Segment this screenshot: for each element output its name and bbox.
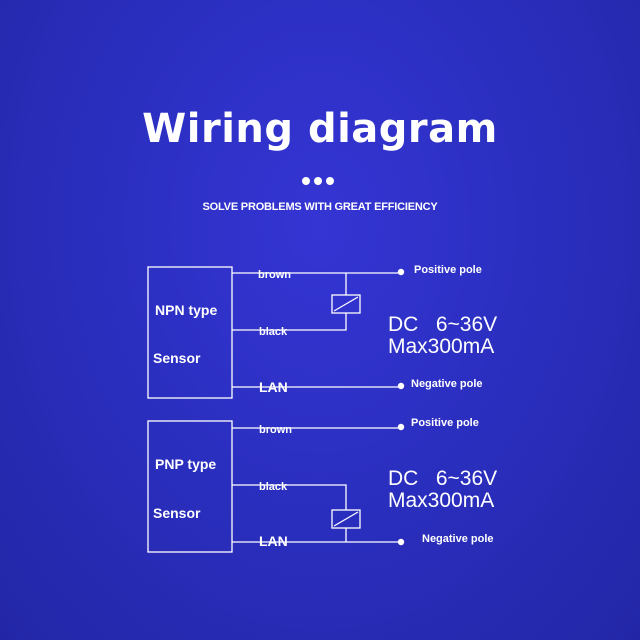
npn-brown-label: brown — [258, 269, 291, 281]
pnp-current-spec: Max300mA — [388, 489, 494, 512]
npn-voltage-spec: DC 6~36V — [388, 313, 497, 336]
dot-icon — [314, 177, 322, 185]
pnp-black-label: black — [259, 481, 288, 493]
pnp-type-label: PNP type — [155, 456, 216, 472]
npn-relay-coil — [331, 294, 361, 314]
pnp-negative-terminal-icon — [397, 538, 405, 546]
npn-sensor-box — [147, 266, 233, 399]
pnp-negative-pole-label: Negative pole — [422, 533, 494, 545]
npn-current-spec: Max300mA — [388, 335, 494, 358]
npn-type-label: NPN type — [155, 302, 217, 318]
pnp-sensor-label: Sensor — [153, 505, 201, 521]
pnp-brown-label: brown — [259, 424, 292, 436]
npn-negative-terminal-icon — [397, 382, 405, 390]
pnp-relay-diagonal — [333, 511, 359, 527]
npn-negative-pole-label: Negative pole — [411, 378, 483, 390]
decorative-dots — [302, 177, 342, 187]
npn-black-label: black — [259, 326, 288, 338]
dot-icon — [302, 177, 310, 185]
npn-sensor-label: Sensor — [153, 350, 201, 366]
pnp-lan-label: LAN — [259, 533, 288, 549]
npn-positive-pole-label: Positive pole — [414, 264, 482, 276]
npn-relay-diagonal — [333, 296, 359, 312]
page-subtitle: SOLVE PROBLEMS WITH GREAT EFFICIENCY — [202, 201, 438, 213]
page-title: Wiring diagram — [142, 106, 498, 152]
pnp-sensor-box — [147, 420, 233, 553]
npn-lan-label: LAN — [259, 379, 288, 395]
pnp-positive-terminal-icon — [397, 423, 405, 431]
pnp-positive-pole-label: Positive pole — [411, 417, 479, 429]
dot-icon — [326, 177, 334, 185]
npn-positive-terminal-icon — [397, 268, 405, 276]
npn-black-wire — [232, 313, 347, 331]
pnp-voltage-spec: DC 6~36V — [388, 467, 497, 490]
pnp-black-wire — [232, 484, 347, 510]
